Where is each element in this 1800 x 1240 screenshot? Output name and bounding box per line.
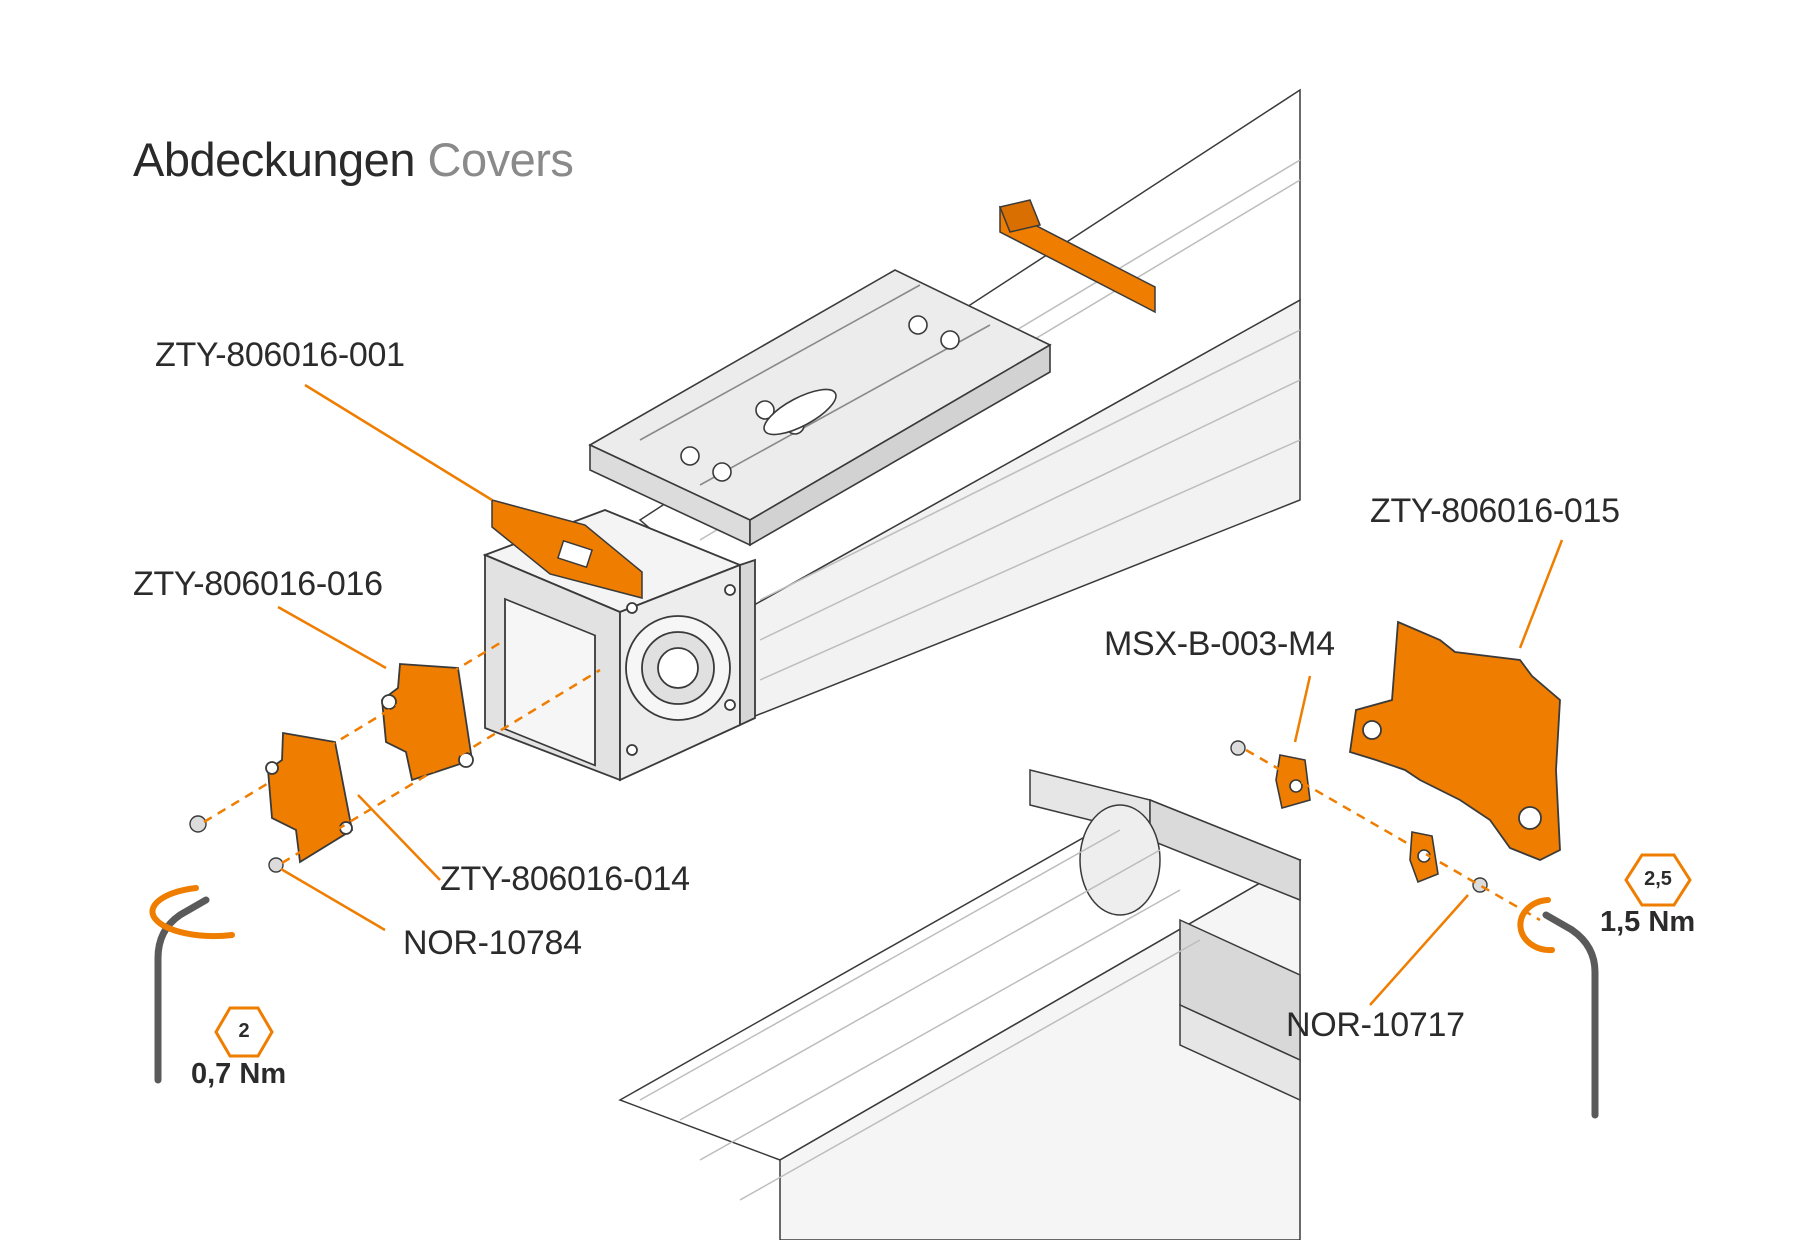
hex-key-right xyxy=(1517,897,1599,1119)
carriage-plate xyxy=(588,269,1052,547)
hex-size-left: 2 xyxy=(238,1020,250,1042)
clip-part xyxy=(1275,754,1439,884)
leader-lines xyxy=(277,383,1564,1006)
label-cover-middle: ZTY-806016-016 xyxy=(133,565,383,603)
assembly-dashes xyxy=(203,638,1541,922)
label-screw-right: NOR-10717 xyxy=(1286,1006,1465,1044)
page-title: Abdeckungen Covers xyxy=(133,132,574,187)
label-cover-right: ZTY-806016-015 xyxy=(1370,492,1620,530)
torque-right: 1,5 Nm xyxy=(1600,906,1696,938)
hex-badge-right xyxy=(1624,853,1692,907)
hex-key-left xyxy=(149,885,235,1084)
lower-profile-rail xyxy=(618,769,1302,1240)
label-cover-small: ZTY-806016-014 xyxy=(440,860,690,898)
torque-left: 0,7 Nm xyxy=(191,1058,287,1090)
title-english: Covers xyxy=(427,133,574,186)
hex-size-right: 2,5 xyxy=(1644,868,1672,890)
label-cover-top: ZTY-806016-001 xyxy=(155,336,405,374)
cover-plate-016 xyxy=(381,663,474,782)
cover-strip-rear xyxy=(998,199,1156,314)
cover-strip-front xyxy=(491,499,643,599)
cover-plate-014 xyxy=(265,731,354,864)
label-screw-left: NOR-10784 xyxy=(403,924,582,962)
cover-plate-015 xyxy=(1349,620,1561,861)
hex-badge-left xyxy=(214,1006,274,1058)
title-german: Abdeckungen xyxy=(133,133,415,186)
label-clip: MSX-B-003-M4 xyxy=(1104,625,1335,663)
